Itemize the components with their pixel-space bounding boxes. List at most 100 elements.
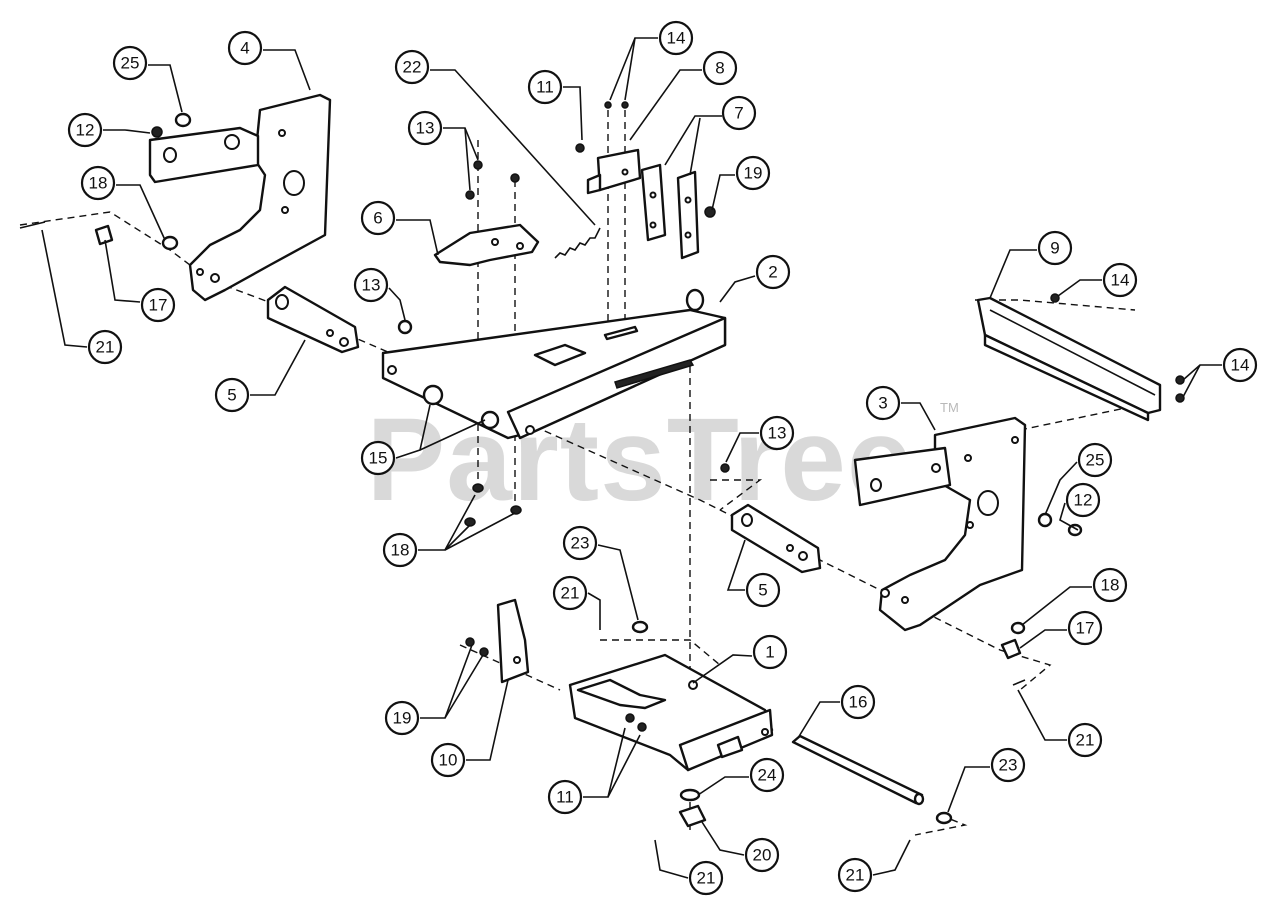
callout-4[interactable]: 4 — [227, 30, 263, 66]
callout-21[interactable]: 21 — [1067, 722, 1103, 758]
callout-8[interactable]: 8 — [702, 50, 738, 86]
leader-line — [664, 115, 722, 166]
callout-number: 10 — [439, 751, 458, 770]
leader-line — [872, 839, 911, 876]
callout-5[interactable]: 5 — [214, 377, 250, 413]
callout-number: 19 — [393, 709, 412, 728]
leader-line — [1182, 364, 1222, 381]
callout-21[interactable]: 21 — [837, 857, 873, 893]
callout-23[interactable]: 23 — [562, 525, 598, 561]
leader-line — [1057, 279, 1102, 297]
callout-number: 18 — [1101, 576, 1120, 595]
callout-number: 5 — [758, 581, 767, 600]
callout-7[interactable]: 7 — [721, 95, 757, 131]
callouts-layer: 1234556789101111121213131314141415161717… — [41, 20, 1258, 896]
callout-circle — [353, 267, 389, 303]
leader-line — [726, 539, 746, 591]
callout-number: 7 — [734, 104, 743, 123]
callout-circle — [527, 69, 563, 105]
callout-3[interactable]: 3 — [865, 385, 901, 421]
leader-line — [430, 69, 596, 226]
leader-line — [466, 679, 509, 761]
part-3-right-bracket — [853, 416, 1027, 632]
callout-circle — [1067, 610, 1103, 646]
callout-16[interactable]: 16 — [840, 684, 876, 720]
callout-21[interactable]: 21 — [552, 575, 588, 611]
leader-line — [901, 402, 936, 431]
callout-circle — [80, 165, 116, 201]
callout-15[interactable]: 15 — [360, 440, 396, 476]
callout-circle — [990, 747, 1026, 783]
callout-circle — [430, 742, 466, 778]
callout-6[interactable]: 6 — [360, 200, 396, 236]
callout-number: 21 — [561, 584, 580, 603]
part-8-clip — [586, 148, 642, 195]
part-4-left-bracket — [148, 93, 332, 302]
callout-circle — [140, 287, 176, 323]
callout-18[interactable]: 18 — [1092, 567, 1128, 603]
callout-14[interactable]: 14 — [1222, 347, 1258, 383]
callout-17[interactable]: 17 — [1067, 610, 1103, 646]
callout-20[interactable]: 20 — [744, 837, 780, 873]
callout-9[interactable]: 9 — [1037, 230, 1073, 266]
part-2-main-plate — [381, 288, 727, 440]
callout-21[interactable]: 21 — [688, 860, 724, 896]
callout-number: 1 — [765, 643, 774, 662]
callout-circle — [112, 45, 148, 81]
callout-number: 15 — [369, 449, 388, 468]
callout-5[interactable]: 5 — [745, 572, 781, 608]
watermark-trademark: TM — [940, 400, 959, 415]
callout-19[interactable]: 19 — [384, 700, 420, 736]
callout-23[interactable]: 23 — [990, 747, 1026, 783]
callout-circle — [759, 415, 795, 451]
callout-14[interactable]: 14 — [658, 20, 694, 56]
leader-line — [697, 776, 749, 796]
callout-13[interactable]: 13 — [407, 110, 443, 146]
leader-line — [711, 174, 735, 211]
callout-11[interactable]: 11 — [527, 69, 563, 105]
callout-17[interactable]: 17 — [140, 287, 176, 323]
callout-circle — [87, 329, 123, 365]
callout-circle — [702, 50, 738, 86]
callout-number: 8 — [715, 59, 724, 78]
callout-circle — [721, 95, 757, 131]
callout-21[interactable]: 21 — [87, 329, 123, 365]
leader-line — [1019, 629, 1067, 649]
leader-line — [1017, 689, 1067, 741]
callout-number: 25 — [121, 54, 140, 73]
callout-12[interactable]: 12 — [1065, 482, 1101, 518]
callout-number: 21 — [697, 869, 716, 888]
callout-circle — [840, 684, 876, 720]
callout-2[interactable]: 2 — [755, 254, 791, 290]
callout-18[interactable]: 18 — [80, 165, 116, 201]
hardware-fasteners — [19, 101, 1185, 825]
callout-13[interactable]: 13 — [353, 267, 389, 303]
callout-number: 5 — [227, 386, 236, 405]
callout-circle — [394, 49, 430, 85]
callout-14[interactable]: 14 — [1102, 262, 1138, 298]
callout-13[interactable]: 13 — [759, 415, 795, 451]
part-10-bracket — [496, 598, 530, 684]
callout-circle — [1077, 442, 1113, 478]
callout-circle — [837, 857, 873, 893]
leader-line — [444, 654, 484, 719]
leader-line — [597, 544, 639, 621]
callout-24[interactable]: 24 — [749, 757, 785, 793]
callout-number: 14 — [667, 29, 686, 48]
callout-circle — [744, 837, 780, 873]
callout-11[interactable]: 11 — [547, 779, 583, 815]
callout-number: 16 — [849, 693, 868, 712]
callout-25[interactable]: 25 — [112, 45, 148, 81]
callout-18[interactable]: 18 — [382, 532, 418, 568]
callout-19[interactable]: 19 — [735, 155, 771, 191]
callout-circle — [547, 779, 583, 815]
callout-12[interactable]: 12 — [67, 112, 103, 148]
callout-22[interactable]: 22 — [394, 49, 430, 85]
callout-10[interactable]: 10 — [430, 742, 466, 778]
callout-25[interactable]: 25 — [1077, 442, 1113, 478]
callout-number: 22 — [403, 58, 422, 77]
callout-1[interactable]: 1 — [752, 634, 788, 670]
callout-circle — [865, 385, 901, 421]
callout-number: 14 — [1231, 356, 1250, 375]
